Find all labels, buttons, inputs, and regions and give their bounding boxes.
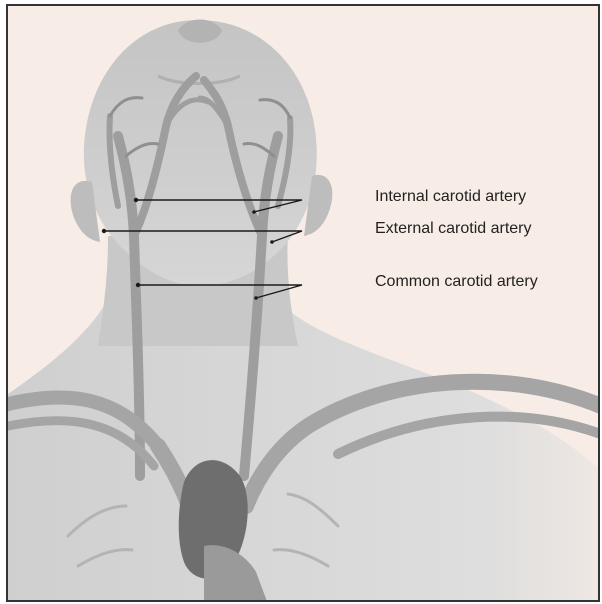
label-internal-carotid: Internal carotid artery [375, 188, 526, 206]
label-common-carotid: Common carotid artery [375, 273, 538, 291]
common-endpoint-dot [136, 283, 140, 287]
internal-endpoint-dot [134, 198, 138, 202]
neck-arteries-illustration [8, 6, 600, 602]
anatomy-figure: Internal carotid artery External carotid… [6, 4, 600, 602]
label-external-carotid: External carotid artery [375, 220, 532, 238]
external-endpoint-dot [102, 229, 106, 233]
